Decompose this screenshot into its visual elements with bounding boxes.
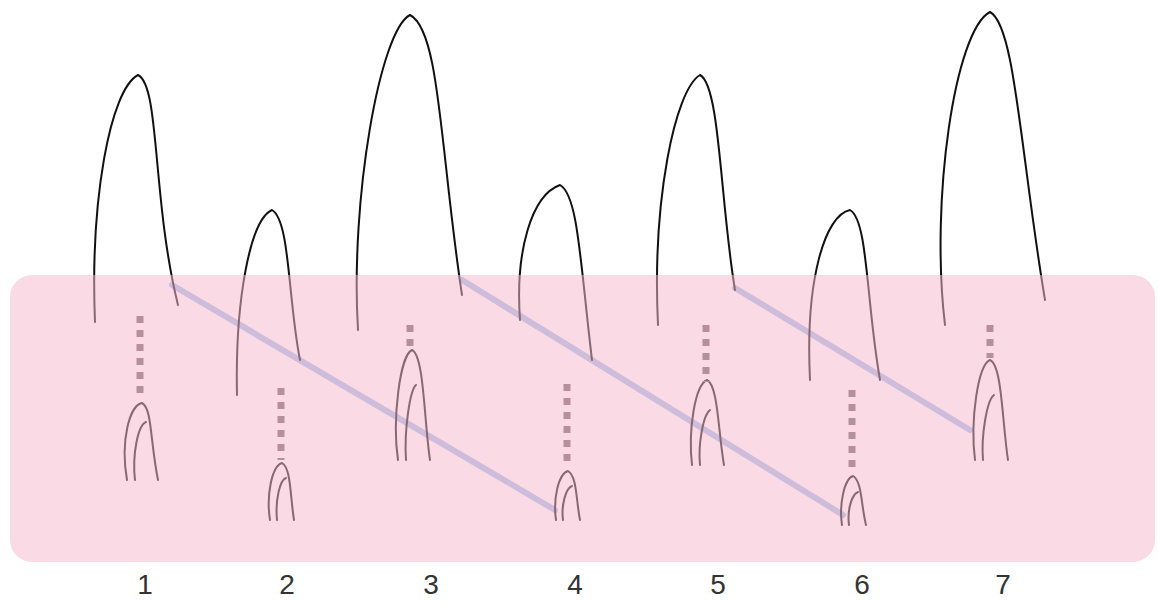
callout-number: 4	[567, 571, 583, 599]
callout-number: 7	[995, 571, 1011, 599]
callout-number: 3	[423, 571, 439, 599]
callout-number: 5	[710, 571, 726, 599]
callout-number: 1	[137, 571, 153, 599]
gum-band	[10, 275, 1155, 562]
callout-number: 6	[854, 571, 870, 599]
callout-number: 2	[279, 571, 295, 599]
